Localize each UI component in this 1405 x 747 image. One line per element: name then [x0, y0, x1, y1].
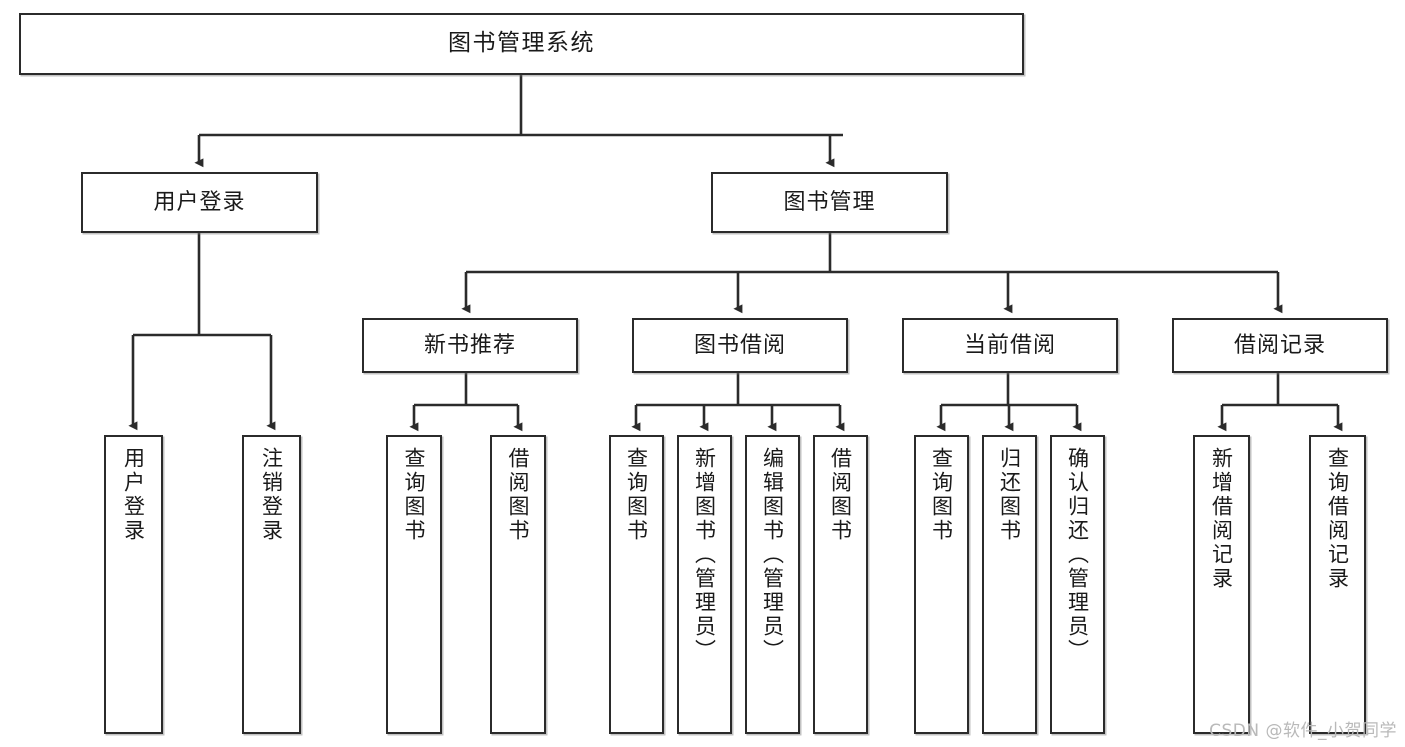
node-current-borrow[interactable]: 当前借阅: [902, 318, 1118, 373]
node-root-label: 图书管理系统: [448, 30, 595, 57]
node-leaf-return-book[interactable]: 归还图书: [982, 435, 1037, 734]
node-leaf-add-record[interactable]: 新增借阅记录: [1193, 435, 1250, 734]
node-leaf-confirm-return-label: 确认归还（管理员）: [1065, 447, 1090, 663]
node-leaf-query-record[interactable]: 查询借阅记录: [1309, 435, 1366, 734]
node-leaf-query-book-2[interactable]: 查询图书: [609, 435, 664, 734]
node-leaf-logout-login[interactable]: 注销登录: [242, 435, 301, 734]
node-book-borrow-label: 图书借阅: [693, 332, 786, 358]
node-leaf-query-book-1-label: 查询图书: [402, 447, 427, 543]
node-leaf-edit-book-label: 编辑图书（管理员）: [760, 447, 785, 663]
node-leaf-borrow-book-1[interactable]: 借阅图书: [490, 435, 546, 734]
node-leaf-query-book-3-label: 查询图书: [929, 447, 954, 543]
node-borrow-record-label: 借阅记录: [1233, 332, 1326, 358]
node-leaf-logout-login-label: 注销登录: [259, 447, 284, 543]
node-leaf-borrow-book-2-label: 借阅图书: [828, 447, 853, 543]
watermark: CSDN @软件_小贺同学: [1209, 721, 1397, 741]
node-current-borrow-label: 当前借阅: [963, 332, 1056, 358]
node-leaf-borrow-book-1-label: 借阅图书: [506, 447, 531, 543]
node-leaf-query-book-3[interactable]: 查询图书: [914, 435, 969, 734]
node-borrow-record[interactable]: 借阅记录: [1172, 318, 1388, 373]
node-leaf-add-book-label: 新增图书（管理员）: [692, 447, 717, 663]
node-leaf-user-login-label: 用户登录: [121, 447, 146, 543]
node-leaf-return-book-label: 归还图书: [997, 447, 1022, 543]
node-leaf-edit-book[interactable]: 编辑图书（管理员）: [745, 435, 800, 734]
node-leaf-borrow-book-2[interactable]: 借阅图书: [813, 435, 868, 734]
node-leaf-add-record-label: 新增借阅记录: [1209, 447, 1234, 591]
node-user-login[interactable]: 用户登录: [81, 172, 318, 233]
node-new-book-recommend-label: 新书推荐: [423, 332, 516, 358]
node-new-book-recommend[interactable]: 新书推荐: [362, 318, 578, 373]
node-leaf-add-book[interactable]: 新增图书（管理员）: [677, 435, 732, 734]
node-leaf-query-book-2-label: 查询图书: [624, 447, 649, 543]
node-leaf-confirm-return[interactable]: 确认归还（管理员）: [1050, 435, 1105, 734]
node-leaf-user-login[interactable]: 用户登录: [104, 435, 163, 734]
node-root[interactable]: 图书管理系统: [19, 13, 1024, 75]
node-leaf-query-book-1[interactable]: 查询图书: [386, 435, 442, 734]
node-book-manage[interactable]: 图书管理: [711, 172, 948, 233]
node-leaf-query-record-label: 查询借阅记录: [1325, 447, 1350, 591]
node-book-manage-label: 图书管理: [783, 189, 876, 215]
node-user-login-label: 用户登录: [153, 189, 246, 215]
node-book-borrow[interactable]: 图书借阅: [632, 318, 848, 373]
